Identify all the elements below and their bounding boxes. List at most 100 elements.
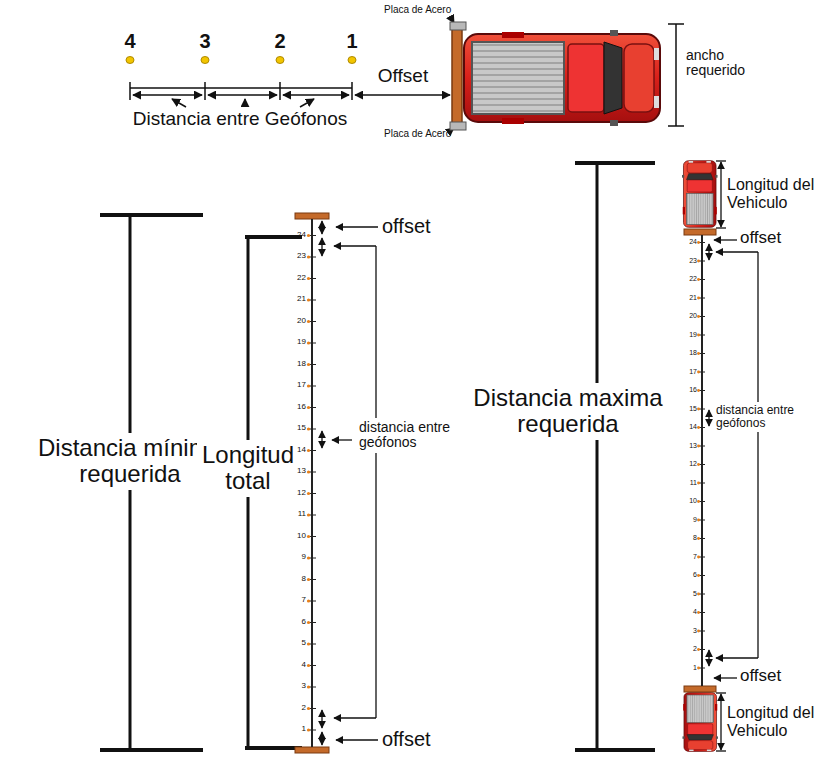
geophone-number: 23 bbox=[288, 252, 306, 261]
geophone-number: 1 bbox=[346, 30, 357, 52]
geophone-dot bbox=[697, 426, 700, 429]
geophone-number: 22 bbox=[681, 275, 697, 283]
geophone-dot bbox=[697, 278, 700, 281]
geophone-number: 6 bbox=[681, 571, 697, 579]
geophone-dot bbox=[307, 406, 310, 409]
geophone-number: 7 bbox=[288, 596, 306, 605]
geophone-number: 2 bbox=[681, 645, 697, 653]
dimension-label: offset bbox=[740, 667, 781, 686]
geophone-tick bbox=[699, 483, 705, 484]
dimension-label: distancia entre geófonos bbox=[356, 418, 462, 453]
geophone-dot bbox=[697, 630, 700, 633]
geophone-number: 10 bbox=[288, 532, 306, 541]
geophone-dot bbox=[697, 408, 700, 411]
geophone-dot bbox=[307, 427, 310, 430]
geophone-number: 24 bbox=[288, 231, 306, 240]
geophone-number: 21 bbox=[681, 294, 697, 302]
geophone-tick bbox=[699, 316, 705, 317]
geophone-tick bbox=[699, 298, 705, 299]
geophone-number: 4 bbox=[124, 30, 135, 52]
geophone-number: 9 bbox=[681, 516, 697, 524]
geophone-number: 7 bbox=[681, 553, 697, 561]
geophone-dot bbox=[307, 492, 310, 495]
truck bbox=[464, 30, 660, 126]
geophone-number: 15 bbox=[288, 424, 306, 433]
geophone-tick bbox=[699, 279, 705, 280]
geophone-number: 15 bbox=[681, 405, 697, 413]
geophone-array bbox=[684, 229, 716, 692]
geophone-dot bbox=[307, 449, 310, 452]
geophone-dot bbox=[307, 707, 310, 710]
geophone-dot bbox=[307, 255, 310, 258]
geophone-tick bbox=[699, 612, 705, 613]
geophone-dot bbox=[307, 642, 310, 645]
geophone-dot bbox=[307, 234, 310, 237]
geophone-tick bbox=[699, 594, 705, 595]
geophone-number: 11 bbox=[288, 510, 306, 519]
geophone-tick bbox=[699, 261, 705, 262]
geophone-dot bbox=[697, 500, 700, 503]
geophone-dots bbox=[126, 57, 356, 64]
geophone-dot bbox=[307, 685, 310, 688]
right-dimension-lines bbox=[709, 161, 758, 751]
geophone-dot bbox=[697, 334, 700, 337]
geophone-number: 23 bbox=[681, 257, 697, 265]
dimension-label: Longitud total bbox=[197, 440, 299, 497]
geophone-array bbox=[295, 213, 329, 753]
geophone-dot bbox=[697, 593, 700, 596]
geophone-number: 9 bbox=[288, 553, 306, 562]
geophone-tick bbox=[699, 353, 705, 354]
geophone-number: 17 bbox=[681, 368, 697, 376]
geophone-number: 24 bbox=[681, 238, 697, 246]
geophone-dot bbox=[307, 599, 310, 602]
geophone-dot bbox=[697, 352, 700, 355]
geophone-tick bbox=[699, 501, 705, 502]
dimension-label: Longitud del Vehiculo bbox=[727, 704, 829, 739]
geophone-dot bbox=[307, 470, 310, 473]
geophone-dot bbox=[697, 482, 700, 485]
geophone-tick bbox=[699, 557, 705, 558]
geophone-tick bbox=[699, 390, 705, 391]
geophone-dot bbox=[697, 371, 700, 374]
geophone-dot bbox=[697, 241, 700, 244]
geophone-number: 2 bbox=[288, 704, 306, 713]
geophone-tick bbox=[699, 464, 705, 465]
geophone-number: 14 bbox=[681, 423, 697, 431]
geophone-number: 3 bbox=[681, 627, 697, 635]
geophone-dot bbox=[697, 537, 700, 540]
geophone-dot bbox=[697, 297, 700, 300]
geophone-dot bbox=[307, 341, 310, 344]
geophone-dot bbox=[697, 260, 700, 263]
geophone-number: 5 bbox=[681, 590, 697, 598]
dimension-label: Distancia maxima requerida bbox=[465, 383, 671, 440]
geophone-number: 4 bbox=[681, 608, 697, 616]
geophone-dot bbox=[307, 277, 310, 280]
geophone-dot bbox=[307, 728, 310, 731]
geophone-number: 19 bbox=[288, 338, 306, 347]
geophone-dot bbox=[697, 611, 700, 614]
geophone-number: 18 bbox=[288, 360, 306, 369]
dimension-label: distancia entre geófonos bbox=[713, 402, 799, 432]
geophone-tick bbox=[699, 538, 705, 539]
geophone-number: 14 bbox=[288, 446, 306, 455]
geophone-dot bbox=[307, 535, 310, 538]
geophone-number: 1 bbox=[288, 725, 306, 734]
geophone-number: 22 bbox=[288, 274, 306, 283]
geophone-number: 10 bbox=[681, 497, 697, 505]
truck bbox=[682, 161, 718, 228]
dimension-label: ancho requerido bbox=[686, 48, 766, 79]
geophone-number: 17 bbox=[288, 381, 306, 390]
geophone-number: 4 bbox=[288, 661, 306, 670]
geophone-tick bbox=[699, 649, 705, 650]
geophone-number: 1 bbox=[681, 664, 697, 672]
geophone-number: 12 bbox=[288, 489, 306, 498]
geophone-dot bbox=[697, 389, 700, 392]
geophone-dot bbox=[697, 445, 700, 448]
geophone-number: 20 bbox=[681, 312, 697, 320]
geophone-tick bbox=[699, 575, 705, 576]
truck bbox=[682, 693, 718, 752]
part-label: Placa de Acero bbox=[384, 4, 451, 15]
dimension-label: offset bbox=[382, 728, 431, 750]
geophone-number: 5 bbox=[288, 639, 306, 648]
